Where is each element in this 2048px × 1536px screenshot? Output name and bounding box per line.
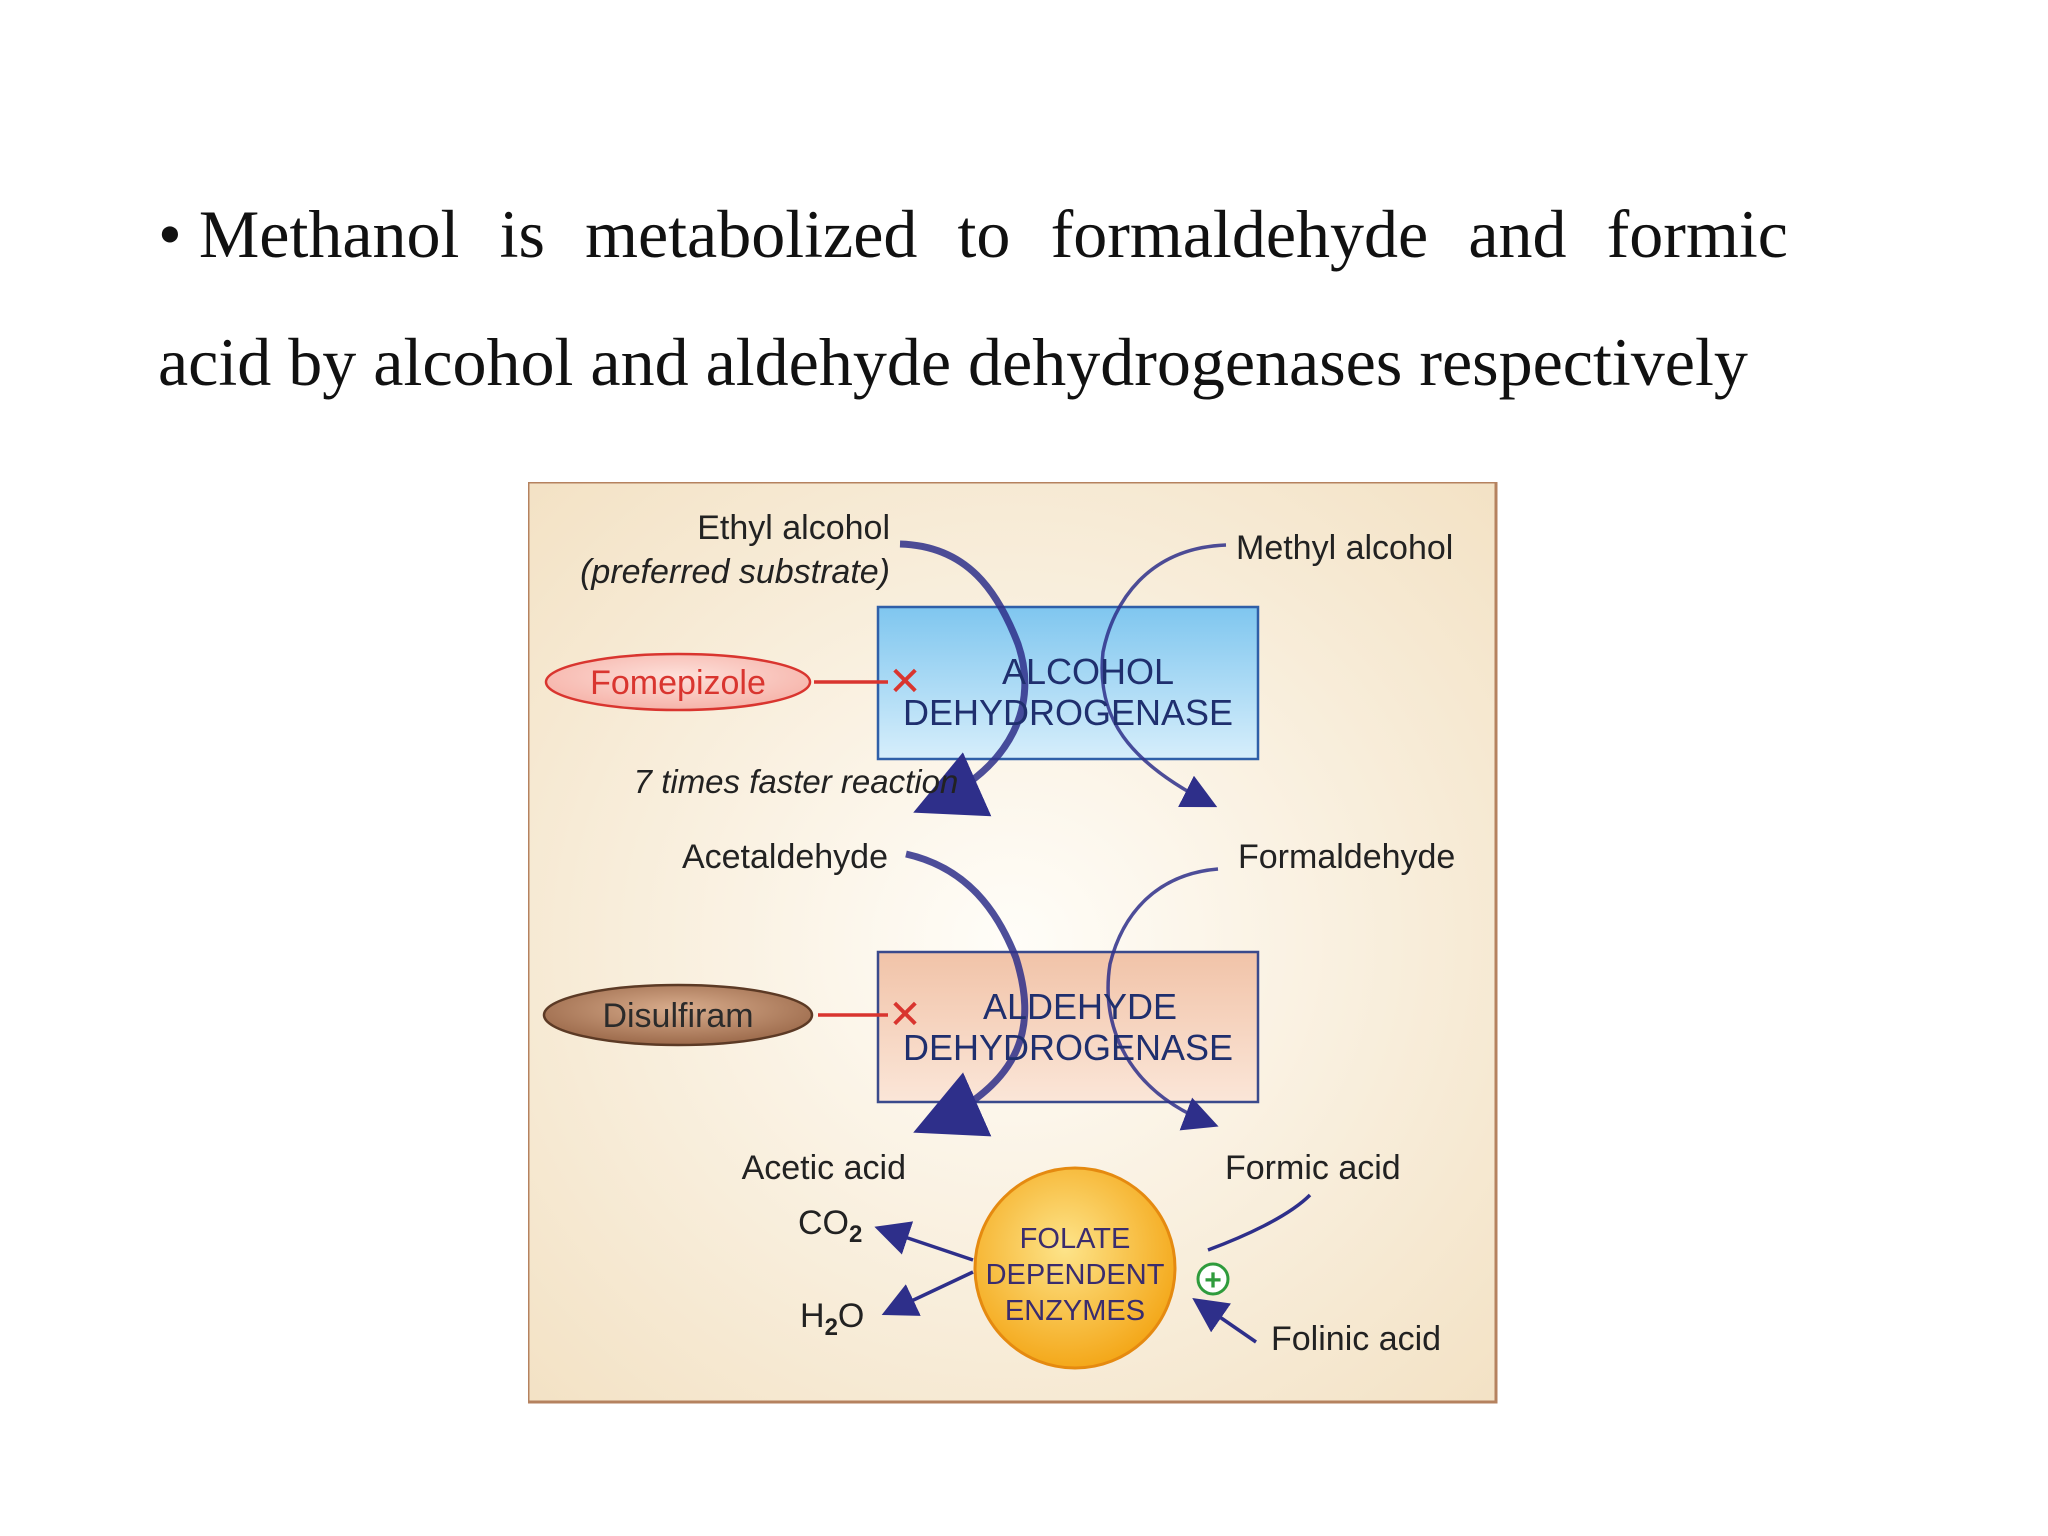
adh-inhibit-cross-icon: ✕	[888, 660, 922, 704]
acetaldehyde-to-acetic-acid-arrow	[905, 850, 1029, 1137]
aldh-inhibit-cross-icon: ✕	[888, 993, 922, 1037]
word-1: • Methanol	[158, 196, 460, 272]
formaldehyde-to-formic-acid-arrow	[1106, 867, 1219, 1131]
methyl-alcohol-label: Methyl alcohol	[1236, 529, 1453, 567]
disulfiram-ellipse	[542, 983, 814, 1047]
folate-enzymes-circle	[973, 1166, 1177, 1370]
word-3: metabolized	[585, 196, 918, 272]
h2o-label: H2O	[800, 1297, 864, 1341]
fomepizole-ellipse	[544, 652, 812, 712]
aldh-label-line2: DEHYDROGENASE	[903, 1027, 1233, 1068]
folate-label-line1: FOLATE	[1020, 1223, 1131, 1255]
folate-to-co2-arrow	[874, 1221, 974, 1262]
stimulate-plus-icon	[1196, 1262, 1230, 1296]
bullet-line-2: acid by alcohol and aldehyde dehydrogena…	[158, 324, 1748, 400]
alcohol-dehydrogenase-box	[876, 605, 1260, 761]
folinic-acid-arrow	[1192, 1298, 1257, 1344]
ethanol-to-acetaldehyde-arrow	[899, 540, 1029, 817]
formic-acid-to-folate-line	[1207, 1193, 1312, 1252]
word-7: formic	[1606, 196, 1788, 272]
adh-label-line1: ALCOHOL	[1002, 651, 1174, 692]
folate-to-h2o-arrow	[881, 1270, 974, 1316]
formaldehyde-label: Formaldehyde	[1238, 838, 1455, 876]
folate-label-line3: ENZYMES	[1005, 1295, 1145, 1327]
word-6: and	[1468, 196, 1567, 272]
ethyl-alcohol-label: Ethyl alcohol	[697, 509, 890, 547]
word-2: is	[499, 196, 545, 272]
bullet-icon: •	[158, 196, 182, 272]
acetaldehyde-label: Acetaldehyde	[682, 838, 888, 876]
preferred-substrate-label: (preferred substrate)	[580, 553, 890, 591]
disulfiram-label: Disulfiram	[602, 997, 753, 1035]
acetic-acid-label: Acetic acid	[742, 1149, 906, 1187]
adh-label-line2: DEHYDROGENASE	[903, 692, 1233, 733]
fomepizole-label: Fomepizole	[590, 664, 766, 702]
folate-label-line2: DEPENDENT	[986, 1259, 1165, 1291]
metabolism-diagram: ✕ ✕ + Ethyl alcohol (preferred substrate…	[528, 482, 1498, 1404]
aldh-label-line1: ALDEHYDE	[983, 986, 1177, 1027]
faster-reaction-label: 7 times faster reaction	[634, 763, 959, 800]
stimulate-plus-symbol: +	[1204, 1264, 1222, 1297]
word-4: to	[957, 196, 1011, 272]
formic-acid-label: Formic acid	[1225, 1149, 1401, 1187]
slide-text: • Methanol is metabolized to formaldehyd…	[158, 170, 1788, 426]
bullet-line-1: • Methanol is metabolized to formaldehyd…	[158, 170, 1788, 298]
co2-label: CO2	[798, 1204, 862, 1248]
folinic-acid-label: Folinic acid	[1271, 1320, 1441, 1358]
word-5: formaldehyde	[1050, 196, 1429, 272]
diagram-svg: ✕ ✕ + Ethyl alcohol (preferred substrate…	[528, 482, 1498, 1404]
methanol-to-formaldehyde-arrow	[1100, 543, 1227, 808]
